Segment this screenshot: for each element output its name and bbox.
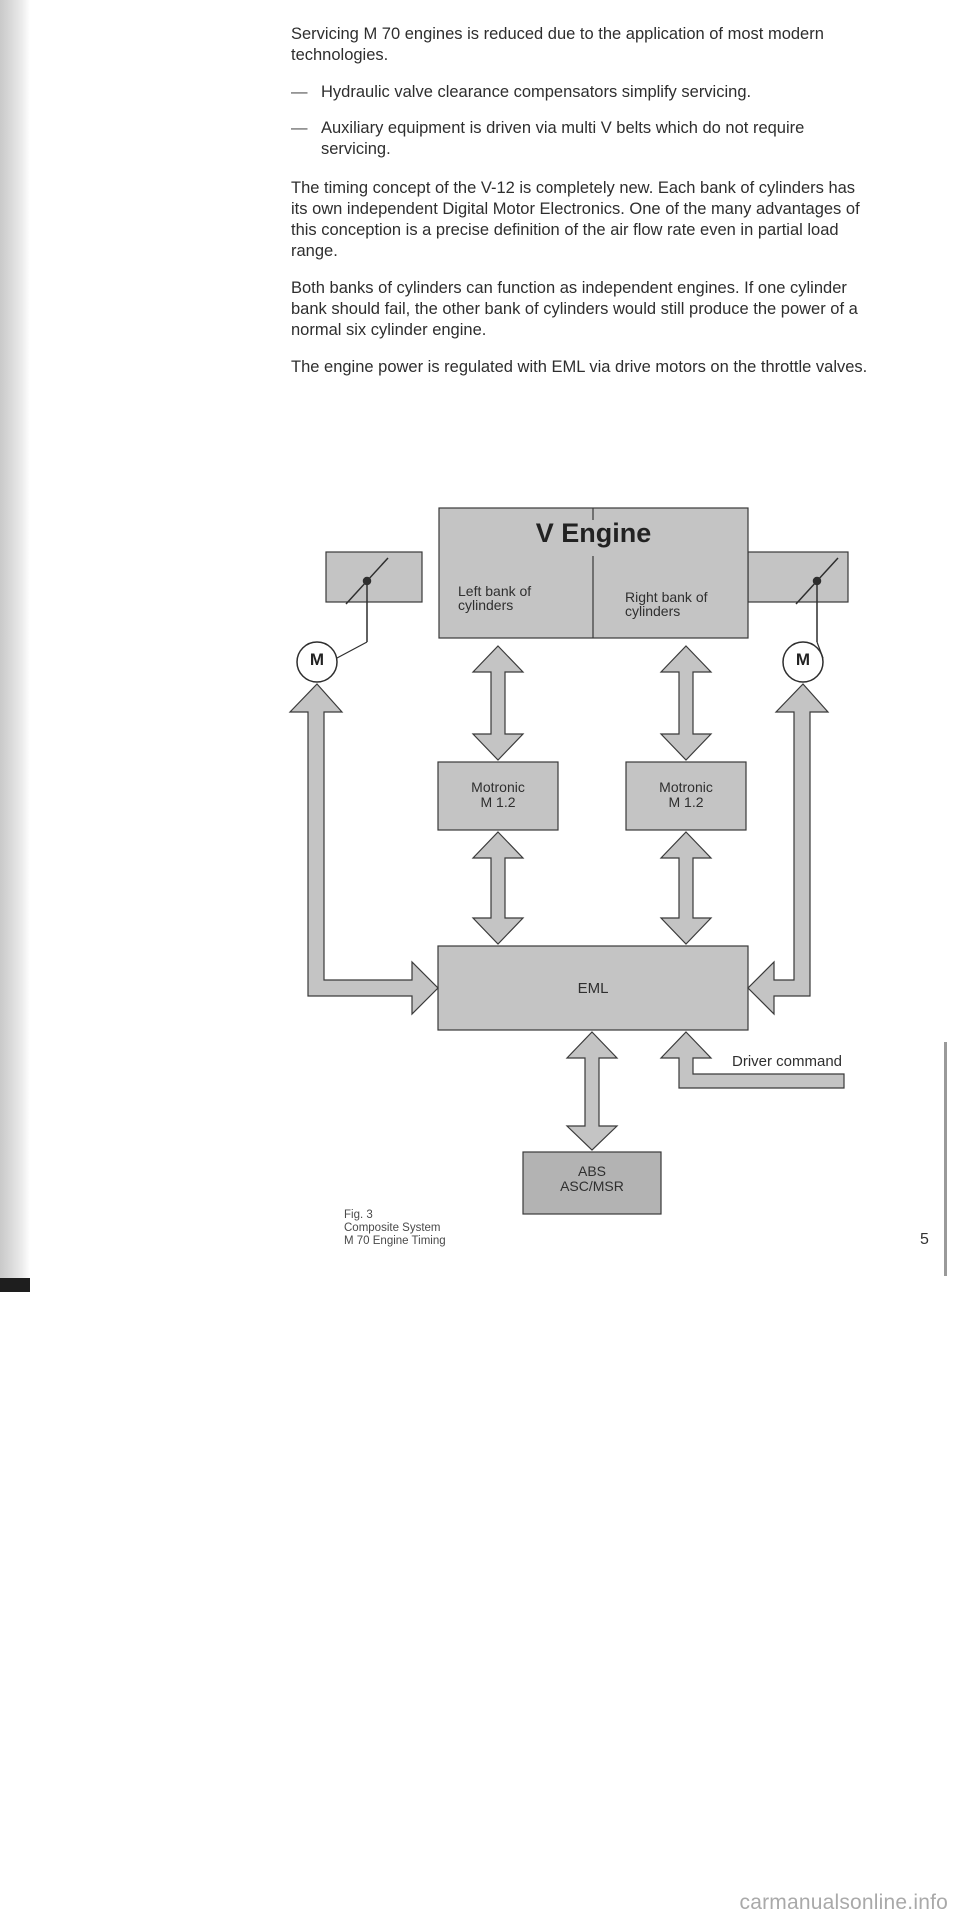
paragraph: Servicing M 70 engines is reduced due to… xyxy=(291,25,824,64)
left-bank-label: Left bank of cylinders xyxy=(458,583,532,613)
double-arrow xyxy=(659,831,713,945)
driver-command-label: Driver command xyxy=(732,1053,843,1070)
motronic-left-line1: Motronic xyxy=(471,779,525,795)
paragraph: The engine power is regulated with EML v… xyxy=(291,358,868,376)
double-arrow xyxy=(471,831,525,945)
right-bank-label: Right bank of cylinders xyxy=(625,589,708,619)
list-item-text: Hydraulic valve clearance compensators s… xyxy=(321,83,752,101)
motronic-left-box xyxy=(437,761,559,831)
caption-line: Fig. 3 xyxy=(344,1209,373,1221)
motronic-right-line2: M 1.2 xyxy=(668,794,704,810)
dash-bullet: — xyxy=(291,119,308,137)
eml-box xyxy=(437,945,749,1031)
motronic-left-line2: M 1.2 xyxy=(480,794,516,810)
composite-system-diagram: V Engine Left bank of cylinders Right ba… xyxy=(288,498,860,1236)
margin-rule xyxy=(944,1042,947,1276)
driver-command-arrow xyxy=(659,1031,845,1089)
eml-label: EML xyxy=(577,980,609,997)
dash-bullet: — xyxy=(291,83,308,101)
paragraph: The timing concept of the V-12 is comple… xyxy=(291,179,860,260)
abs-label: ABS ASC/MSR xyxy=(523,1164,661,1194)
page-number: 5 xyxy=(920,1231,929,1248)
motor-circle-left xyxy=(296,641,338,683)
motronic-right-box xyxy=(625,761,747,831)
double-arrow xyxy=(565,1031,619,1151)
left-throttle-housing xyxy=(325,551,423,603)
l-shaped-arrow xyxy=(747,683,830,1016)
caption-line: Composite System xyxy=(344,1222,441,1234)
motronic-left-label: Motronic M 1.2 xyxy=(438,780,558,810)
binding-edge xyxy=(0,0,30,1290)
list-item: — Hydraulic valve clearance compensators… xyxy=(291,82,871,103)
l-shaped-arrow xyxy=(288,683,439,1016)
watermark-url: carmanualsonline.info xyxy=(739,1891,948,1914)
binding-edge-corner xyxy=(0,1278,30,1292)
motor-label-left: M xyxy=(309,650,325,669)
body-text: Servicing M 70 engines is reduced due to… xyxy=(291,24,871,394)
list-item: — Auxiliary equipment is driven via mult… xyxy=(291,118,871,160)
right-throttle-housing xyxy=(747,551,849,603)
abs-box xyxy=(522,1151,662,1215)
motronic-right-line1: Motronic xyxy=(659,779,713,795)
motor-circle-right xyxy=(782,641,824,683)
abs-line2: ASC/MSR xyxy=(560,1178,624,1194)
figure-caption: Fig. 3 Composite System M 70 Engine Timi… xyxy=(344,1209,524,1248)
double-arrow xyxy=(659,645,713,761)
abs-line1: ABS xyxy=(577,1163,606,1179)
engine-title: V Engine xyxy=(535,518,652,548)
caption-line: M 70 Engine Timing xyxy=(344,1235,446,1247)
list-item-text: Auxiliary equipment is driven via multi … xyxy=(321,119,805,158)
motronic-right-label: Motronic M 1.2 xyxy=(626,780,746,810)
motor-label-right: M xyxy=(795,650,811,669)
diagram-graphics xyxy=(288,507,849,1215)
double-arrow xyxy=(471,645,525,761)
paragraph: Both banks of cylinders can function as … xyxy=(291,279,858,339)
